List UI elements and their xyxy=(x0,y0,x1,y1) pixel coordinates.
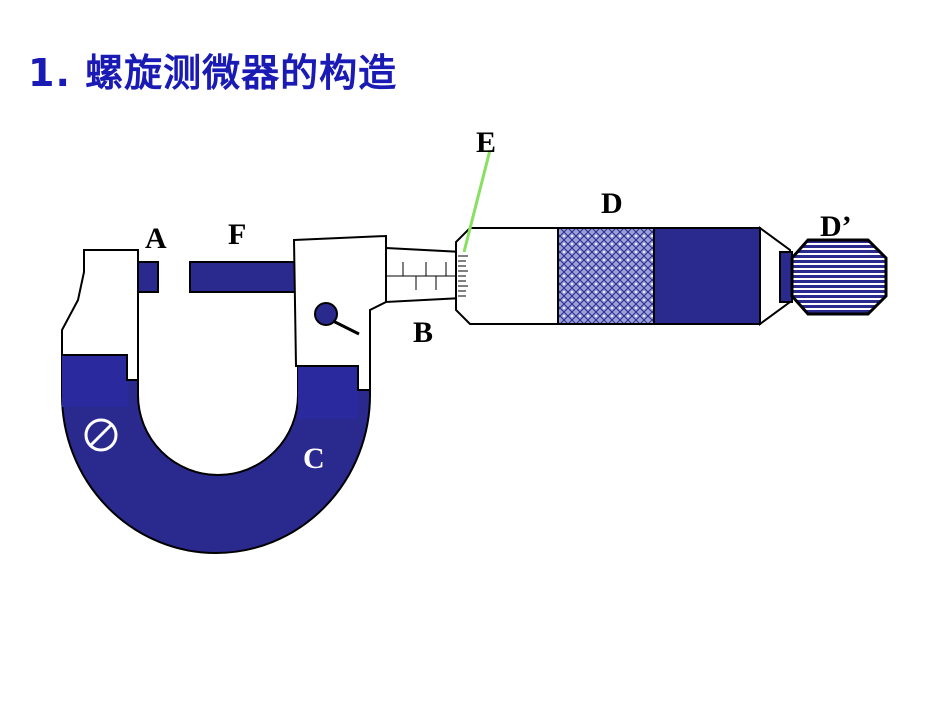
label-c: C xyxy=(303,442,325,475)
frame-right-block xyxy=(292,234,387,391)
label-b: B xyxy=(413,316,433,349)
anvil-a xyxy=(137,261,159,293)
ratchet-d-prime xyxy=(779,238,888,316)
frame-screw-mark xyxy=(84,418,118,452)
label-f: F xyxy=(228,218,246,251)
label-e: E xyxy=(476,126,496,159)
label-a: A xyxy=(145,222,167,255)
frame-left-arm xyxy=(61,249,139,381)
pointer-line-e xyxy=(462,149,492,253)
lock-screw xyxy=(314,302,338,326)
slide-title: 1. 螺旋测微器的构造 xyxy=(28,51,398,95)
thimble-scale-e xyxy=(455,227,559,325)
spindle-f xyxy=(189,261,297,293)
label-d: D xyxy=(601,187,623,220)
frame-c xyxy=(61,354,371,554)
thimble-d xyxy=(557,226,791,326)
label-d-prime: D’ xyxy=(820,210,852,243)
sleeve-b xyxy=(385,246,463,304)
